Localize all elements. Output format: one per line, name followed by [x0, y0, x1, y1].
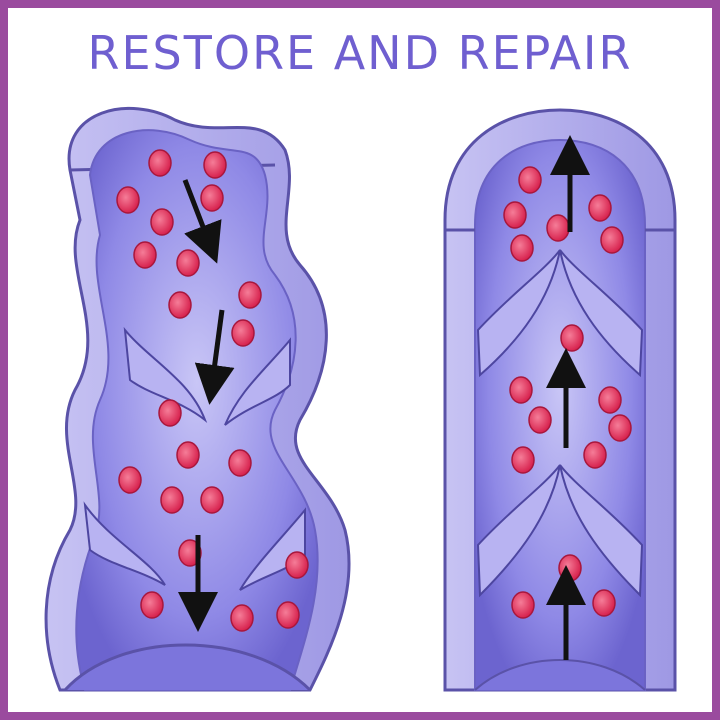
blood-cell	[503, 201, 527, 229]
blood-cell	[230, 604, 254, 632]
page-title: RESTORE AND REPAIR	[87, 26, 633, 80]
healthy-vein	[443, 108, 677, 692]
blood-cell	[160, 486, 184, 514]
blood-cell	[150, 208, 174, 236]
blood-cell	[558, 554, 582, 582]
blood-cell	[511, 591, 535, 619]
blood-cell	[588, 194, 612, 222]
blood-cell	[133, 241, 157, 269]
flow-arrows	[178, 135, 590, 660]
blood-cell	[238, 281, 262, 309]
blood-cell	[203, 151, 227, 179]
blood-cell	[518, 166, 542, 194]
blood-cell	[528, 406, 552, 434]
blood-cell	[148, 149, 172, 177]
blood-cell	[510, 234, 534, 262]
damaged-vein	[44, 106, 351, 692]
blood-cell	[200, 486, 224, 514]
healthy-vein-bottom	[474, 659, 646, 691]
damaged-vein-valve-left-2	[83, 501, 166, 586]
blood-cell	[200, 184, 224, 212]
healthy-vein-valve-upper-left	[476, 249, 561, 378]
blood-cells	[116, 149, 632, 632]
blood-cell	[285, 551, 309, 579]
blood-cell	[140, 591, 164, 619]
blood-cell	[276, 601, 300, 629]
healthy-vein-valve-lower-left	[476, 464, 561, 598]
healthy-vein-valve-lower-right	[559, 464, 644, 598]
blood-cell	[592, 589, 616, 617]
damaged-vein-valve-right	[224, 337, 291, 426]
blood-cell	[509, 376, 533, 404]
blood-cell	[118, 466, 142, 494]
arrow-down	[182, 179, 222, 264]
blood-cell	[231, 319, 255, 347]
blood-cell	[176, 441, 200, 469]
damaged-vein-valve-left	[123, 326, 208, 424]
blood-cell	[600, 226, 624, 254]
healthy-vein-valve-upper-right	[559, 249, 644, 378]
blood-cell	[511, 446, 535, 474]
damaged-vein-bottom	[63, 643, 312, 692]
arrow-down	[194, 309, 235, 405]
blood-cell	[116, 186, 140, 214]
blood-cell	[158, 399, 182, 427]
blood-cell	[598, 386, 622, 414]
blood-cell	[560, 324, 584, 352]
blood-cell	[168, 291, 192, 319]
blood-cell	[176, 249, 200, 277]
blood-cell	[228, 449, 252, 477]
blood-cell	[546, 214, 570, 242]
blood-cell	[583, 441, 607, 469]
blood-cell	[608, 414, 632, 442]
